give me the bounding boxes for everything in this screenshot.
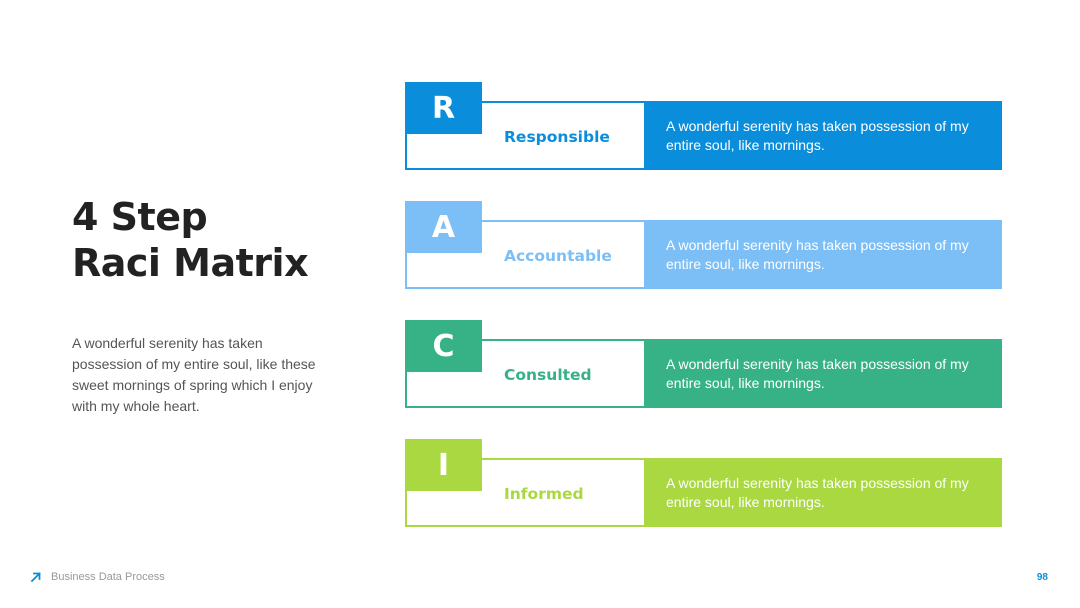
row-text: A wonderful serenity has taken possessio… [666, 237, 969, 272]
slide-title: 4 Step Raci Matrix [72, 194, 309, 286]
arrow-up-right-icon [30, 572, 41, 583]
slide-title-line-2: Raci Matrix [72, 241, 309, 285]
slide-title-line-1: 4 Step [72, 195, 208, 239]
row-top-line [495, 339, 645, 341]
row-text-block: A wonderful serenity has taken possessio… [644, 220, 1002, 289]
row-letter-box: R [405, 82, 482, 134]
row-text: A wonderful serenity has taken possessio… [666, 356, 969, 391]
row-letter-box: C [405, 320, 482, 372]
raci-row-responsible: R Responsible A wonderful serenity has t… [405, 82, 1002, 172]
row-text-block: A wonderful serenity has taken possessio… [644, 458, 1002, 527]
row-text: A wonderful serenity has taken possessio… [666, 475, 969, 510]
row-top-line [495, 101, 645, 103]
row-label: Accountable [504, 247, 612, 265]
raci-row-informed: I Informed A wonderful serenity has take… [405, 439, 1002, 529]
raci-row-accountable: A Accountable A wonderful serenity has t… [405, 201, 1002, 291]
row-top-line [495, 458, 645, 460]
page-number: 98 [1036, 572, 1048, 583]
raci-row-consulted: C Consulted A wonderful serenity has tak… [405, 320, 1002, 410]
row-top-line [495, 220, 645, 222]
row-label: Responsible [504, 128, 610, 146]
row-letter-box: I [405, 439, 482, 491]
row-text: A wonderful serenity has taken possessio… [666, 118, 969, 153]
row-letter-box: A [405, 201, 482, 253]
footer-text: Business Data Process [51, 571, 165, 583]
row-label: Consulted [504, 366, 592, 384]
row-text-block: A wonderful serenity has taken possessio… [644, 339, 1002, 408]
row-label: Informed [504, 485, 584, 503]
row-text-block: A wonderful serenity has taken possessio… [644, 101, 1002, 170]
slide-description: A wonderful serenity has taken possessio… [72, 335, 316, 414]
